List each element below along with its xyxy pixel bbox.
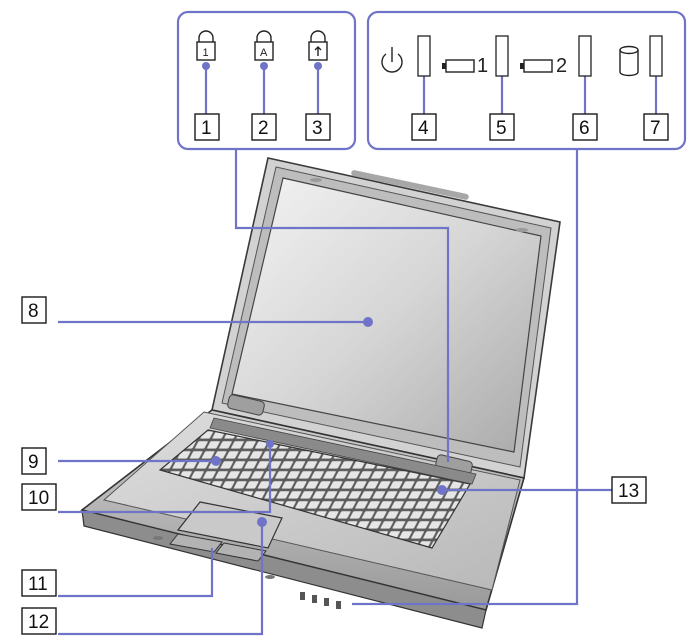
callout-6: 6 bbox=[572, 113, 598, 141]
callout-4: 4 bbox=[411, 113, 437, 141]
battery-1-indicator-lamp bbox=[495, 35, 509, 77]
keyboard-indicator-group-frame bbox=[176, 10, 357, 151]
front-indicator-lamps bbox=[300, 592, 341, 609]
callout-2-label: 2 bbox=[258, 118, 269, 139]
callout-4-label: 4 bbox=[418, 118, 429, 139]
battery-icon bbox=[442, 59, 475, 73]
callout-9-label: 9 bbox=[28, 452, 39, 473]
callout-12: 12 bbox=[21, 607, 57, 635]
power-icon bbox=[381, 47, 403, 73]
callout-2: 2 bbox=[251, 113, 277, 141]
leader-lines bbox=[58, 66, 658, 636]
callout-1: 1 bbox=[194, 113, 220, 141]
caps-lock-icon: A bbox=[254, 30, 274, 61]
callout-11-label: 11 bbox=[28, 574, 48, 595]
callout-5: 5 bbox=[489, 113, 515, 141]
callout-3-label: 3 bbox=[312, 118, 323, 139]
callout-9: 9 bbox=[21, 447, 47, 475]
callout-10-label: 10 bbox=[28, 488, 49, 509]
num-lock-icon: 1 bbox=[196, 30, 216, 61]
callout-8-label: 8 bbox=[28, 301, 39, 322]
callout-13-label: 13 bbox=[618, 481, 639, 502]
callout-8: 8 bbox=[21, 296, 47, 324]
scroll-lock-icon bbox=[308, 30, 328, 61]
callout-11: 11 bbox=[21, 569, 57, 597]
callout-10: 10 bbox=[21, 483, 57, 511]
battery-1-label: 1 bbox=[477, 55, 488, 77]
callout-13: 13 bbox=[611, 476, 647, 504]
callout-1-label: 1 bbox=[201, 118, 212, 139]
keyboard bbox=[158, 429, 471, 549]
callout-7: 7 bbox=[643, 113, 669, 141]
caps-lock-glyph-text: A bbox=[260, 47, 268, 59]
callout-6-label: 6 bbox=[579, 118, 590, 139]
battery-icon bbox=[520, 59, 553, 73]
num-lock-glyph-text: 1 bbox=[203, 47, 209, 59]
battery-2-label: 2 bbox=[556, 55, 567, 77]
hard-disk-indicator-lamp bbox=[649, 35, 663, 77]
status-indicator-group-frame bbox=[366, 10, 687, 151]
laptop-lid bbox=[211, 157, 561, 479]
power-indicator-lamp bbox=[417, 35, 431, 77]
battery-2-indicator-lamp bbox=[578, 35, 592, 77]
callout-12-label: 12 bbox=[28, 612, 49, 633]
callout-3: 3 bbox=[305, 113, 331, 141]
hard-disk-icon bbox=[619, 45, 639, 77]
callout-7-label: 7 bbox=[650, 118, 661, 139]
callout-5-label: 5 bbox=[496, 118, 507, 139]
